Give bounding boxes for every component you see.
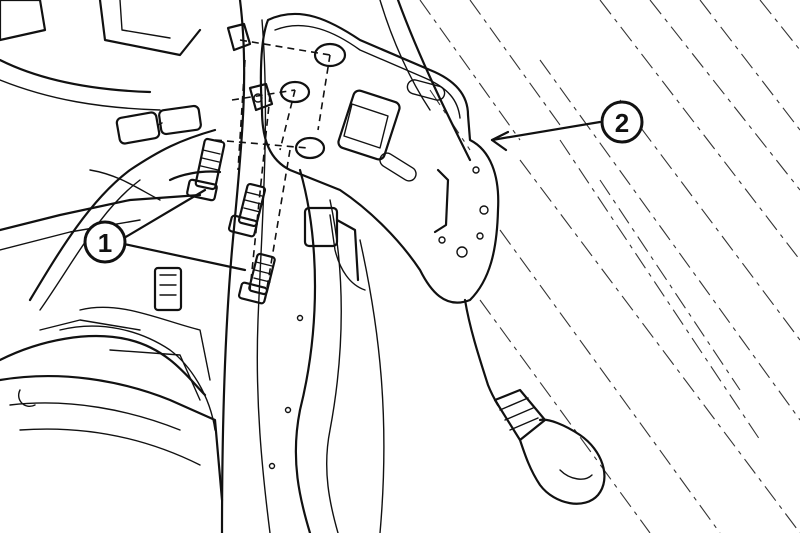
callout-2: 2 bbox=[600, 100, 644, 144]
interior-structure bbox=[0, 0, 224, 502]
bulb-assembly bbox=[463, 298, 606, 505]
lamp-bracket bbox=[259, 12, 500, 304]
bolt-lower bbox=[237, 252, 276, 305]
callout-2-label: 2 bbox=[615, 108, 629, 138]
mounting-bolts bbox=[186, 22, 276, 305]
background-hatching bbox=[419, 0, 800, 533]
callout-1-label: 1 bbox=[98, 228, 112, 258]
callout-2-circle bbox=[600, 100, 644, 144]
bulb-socket bbox=[493, 388, 547, 442]
leader-lines bbox=[122, 120, 602, 272]
alignment-lines bbox=[214, 39, 331, 301]
callout-1-circle bbox=[83, 220, 127, 264]
bolt-upper bbox=[186, 137, 226, 202]
body-panel bbox=[220, 0, 472, 533]
bracket-nut bbox=[226, 22, 274, 112]
callout-1: 1 bbox=[83, 220, 127, 264]
bolt-middle bbox=[227, 182, 267, 238]
light-bulb bbox=[518, 418, 606, 505]
